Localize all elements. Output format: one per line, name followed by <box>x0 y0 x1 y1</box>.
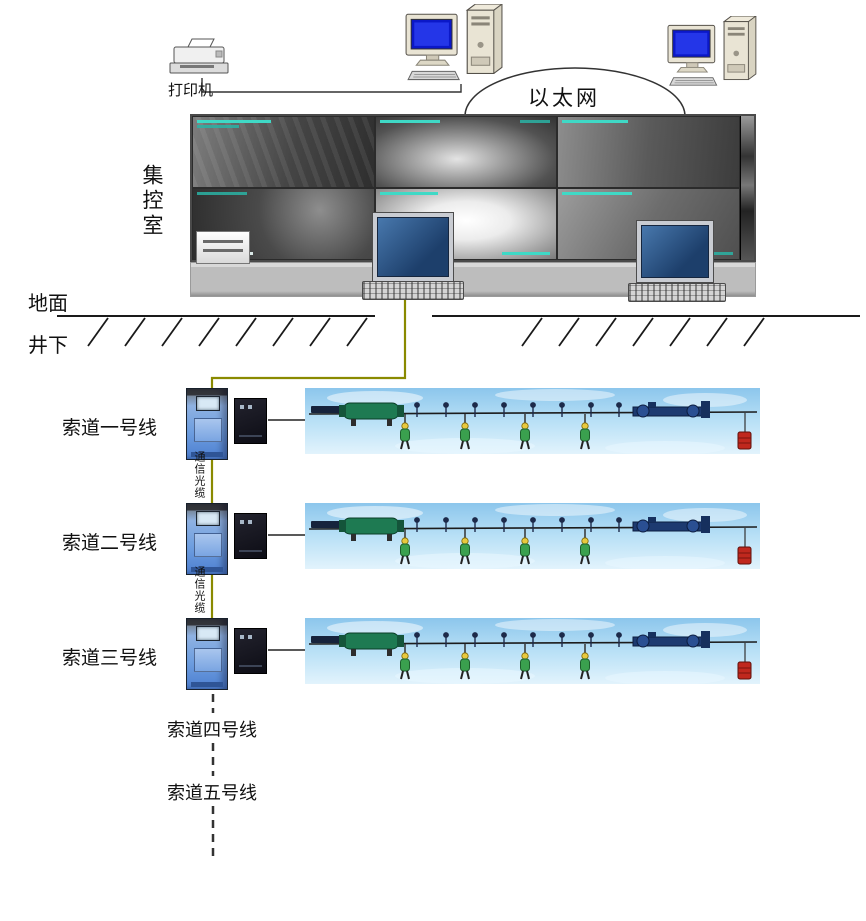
cabinet-panel <box>194 418 222 442</box>
osd-overlay <box>197 120 271 123</box>
workstation-monitor-1 <box>372 212 454 282</box>
osd-overlay <box>379 192 438 195</box>
cableway-line-4-label: 索道四号线 <box>167 720 257 740</box>
cabinet-base <box>191 567 223 572</box>
junction-bar <box>239 550 262 552</box>
printer-slot <box>203 249 243 252</box>
monitor-screen <box>377 217 449 277</box>
workstation-monitor-2 <box>636 220 714 283</box>
cableway-scene-image-3 <box>305 618 760 684</box>
cabinet-screen <box>196 396 220 411</box>
junction-led <box>248 635 252 639</box>
ethernet-label: 以太网 <box>528 86 600 110</box>
cabinet-panel <box>194 648 222 672</box>
video-wall-side-panel <box>740 116 754 260</box>
ethernet-cloud <box>463 64 687 121</box>
junction-led <box>248 405 252 409</box>
cableway-line-2-label: 索道二号线 <box>62 533 158 554</box>
junction-led <box>240 405 244 409</box>
junction-bar <box>239 665 262 667</box>
osd-overlay <box>197 125 239 128</box>
camera-feed-2 <box>375 117 557 187</box>
osd-overlay <box>379 120 440 123</box>
optical-cable-label-2: 通信光缆 <box>193 566 205 614</box>
junction-led <box>240 635 244 639</box>
camera-feed-1 <box>193 117 374 187</box>
cableway-line-5-label: 索道五号线 <box>167 783 257 803</box>
printer-label: 打印机 <box>168 83 214 99</box>
control-cabinet-icon-3 <box>186 618 228 690</box>
cableway-line-3-label: 索道三号线 <box>62 648 158 669</box>
control-cabinet-icon-2 <box>186 503 228 575</box>
osd-overlay <box>197 192 247 195</box>
monitor-screen <box>641 225 709 278</box>
optical-cable-label-1: 通信光缆 <box>193 451 205 499</box>
junction-box-icon-2 <box>234 513 267 559</box>
osd-overlay <box>520 120 551 123</box>
printer-slot <box>203 240 243 243</box>
osd-overlay <box>562 192 633 195</box>
desk-printer-icon <box>196 231 250 264</box>
cableway-scene-image-1 <box>305 388 760 454</box>
video-wall-grid <box>192 116 740 260</box>
junction-bar <box>239 435 262 437</box>
osd-overlay <box>697 252 733 255</box>
printer-icon <box>168 37 232 79</box>
client-computer-icon <box>664 16 758 102</box>
cableway-line-1-label: 索道一号线 <box>62 418 158 439</box>
cableway-scene-image-2 <box>305 503 760 569</box>
keyboard-icon-1 <box>362 281 464 300</box>
junction-led <box>240 520 244 524</box>
control-cabinet-icon-1 <box>186 388 228 460</box>
ground-hatching-right <box>521 317 765 347</box>
cabinet-panel <box>194 533 222 557</box>
ground-label: 地面 <box>28 293 68 315</box>
control-room-label: 集控室 <box>140 164 164 239</box>
junction-box-icon-1 <box>234 398 267 444</box>
server-computer-icon <box>402 4 504 98</box>
junction-led <box>248 520 252 524</box>
video-wall <box>190 114 756 262</box>
cabinet-base <box>191 682 223 687</box>
osd-overlay <box>562 120 629 123</box>
keyboard-icon-2 <box>628 283 726 302</box>
cabinet-screen <box>196 626 220 641</box>
cabinet-base <box>191 452 223 457</box>
optical-cable-surface-drop <box>210 297 407 390</box>
camera-feed-3 <box>558 117 739 187</box>
underground-label: 井下 <box>28 335 68 357</box>
junction-box-icon-3 <box>234 628 267 674</box>
osd-overlay <box>502 252 551 255</box>
cabinet-screen <box>196 511 220 526</box>
ground-hatching-left <box>87 317 368 347</box>
